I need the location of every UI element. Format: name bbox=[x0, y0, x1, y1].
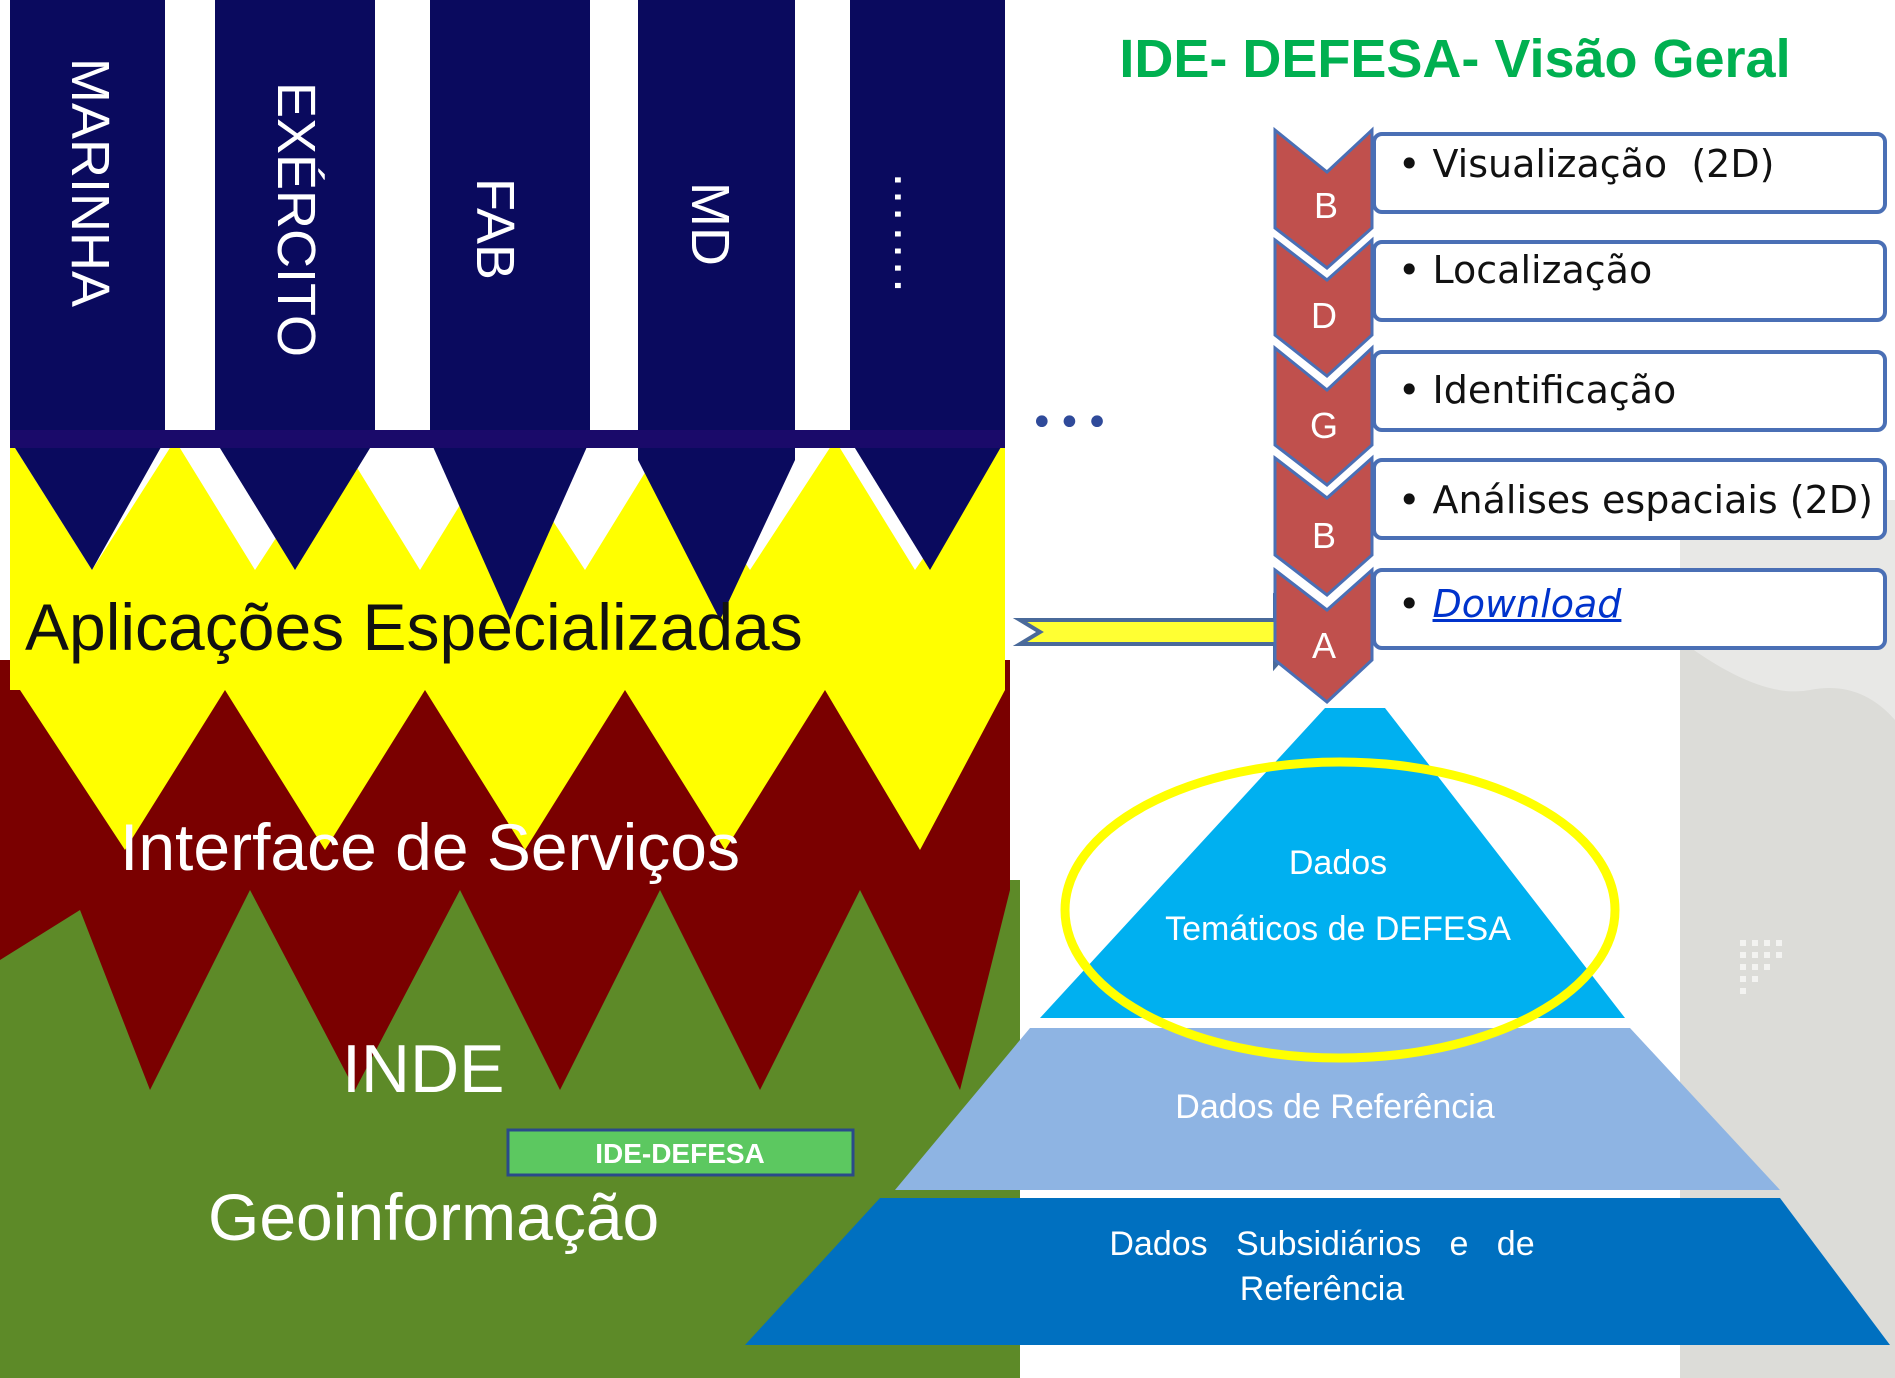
bullet: • bbox=[1398, 142, 1421, 186]
pyramid-top-label-line1: Dados bbox=[1289, 844, 1387, 882]
pyramid-top-tier bbox=[1040, 708, 1625, 1018]
column-label-fab: FAB bbox=[465, 178, 525, 280]
pyramid-bottom-label-line2: Referência bbox=[1240, 1270, 1405, 1308]
function-visualizacao: • Visualização (2D) bbox=[1398, 142, 1774, 186]
chevron-letter-b2: B bbox=[1312, 515, 1336, 556]
chevron-letter-a: A bbox=[1312, 625, 1336, 666]
column-exercito bbox=[215, 0, 375, 570]
function-box-analises bbox=[1372, 458, 1887, 540]
pyramid-bottom-tier bbox=[745, 1198, 1890, 1345]
chevron-g bbox=[1273, 344, 1374, 487]
function-box-download bbox=[1372, 568, 1887, 650]
function-localizacao: • Localização bbox=[1398, 248, 1652, 292]
page-title: IDE- DEFESA- Visão Geral bbox=[1119, 29, 1791, 89]
chevron-d bbox=[1273, 236, 1374, 378]
chevron-letter-d: D bbox=[1311, 295, 1337, 336]
column-label-marinha: MARINHA bbox=[60, 58, 120, 307]
pyramid-top-label-line2: Temáticos de DEFESA bbox=[1165, 910, 1511, 948]
column-md bbox=[638, 0, 795, 620]
geoinformacao-label: Geoinformação bbox=[208, 1180, 659, 1254]
stakeholder-columns bbox=[10, 0, 1005, 620]
function-box-visualizacao bbox=[1372, 132, 1887, 214]
function-download: • Download bbox=[1398, 582, 1621, 626]
pyramid-middle-label: Dados de Referência bbox=[1175, 1088, 1495, 1126]
pyramid-bottom-label-line1: Dados Subsidiários e de bbox=[1109, 1225, 1534, 1263]
column-fab bbox=[430, 0, 590, 620]
function-box-identificacao bbox=[1372, 350, 1887, 432]
function-label-identificacao: Identificação bbox=[1432, 368, 1677, 412]
chevron-b2 bbox=[1273, 454, 1374, 597]
bullet: • bbox=[1398, 478, 1421, 522]
applications-label: Aplicações Especializadas bbox=[25, 590, 803, 664]
pyramid-middle-tier bbox=[895, 1028, 1780, 1190]
function-identificacao: • Identificação bbox=[1398, 368, 1676, 412]
bdgba-chevrons bbox=[1273, 126, 1374, 704]
chevron-letter-g: G bbox=[1310, 405, 1338, 446]
function-analises: • Análises espaciais (2D) bbox=[1398, 478, 1873, 522]
column-label-md: MD bbox=[680, 182, 740, 266]
function-label-analises: Análises espaciais (2D) bbox=[1432, 478, 1873, 522]
column-label-exercito: EXÉRCITO bbox=[266, 82, 326, 357]
applications-arrow bbox=[1012, 592, 1308, 672]
column-more bbox=[850, 0, 1005, 570]
chevron-a bbox=[1273, 566, 1374, 704]
bullet: • bbox=[1398, 248, 1421, 292]
function-label-visualizacao: Visualização (2D) bbox=[1432, 142, 1775, 186]
ide-defesa-badge bbox=[506, 1128, 855, 1177]
ide-defesa-badge-label: IDE-DEFESA bbox=[595, 1138, 765, 1169]
function-label-localizacao: Localização bbox=[1432, 248, 1653, 292]
function-box-localizacao bbox=[1372, 240, 1887, 322]
applications-layer bbox=[10, 440, 1005, 850]
chevron-letter-b1: B bbox=[1314, 185, 1338, 226]
bullet: • bbox=[1398, 582, 1421, 626]
download-link[interactable]: Download bbox=[1432, 582, 1622, 626]
inde-label: INDE bbox=[342, 1031, 504, 1107]
bullet: • bbox=[1398, 368, 1421, 412]
more-stakeholders-ellipsis: ••• bbox=[1030, 400, 1113, 446]
data-pyramid bbox=[745, 708, 1890, 1345]
thematic-highlight-ellipse bbox=[1060, 757, 1620, 1063]
column-label-more: ……. bbox=[883, 170, 943, 293]
services-label: Interface de Serviços bbox=[120, 810, 740, 884]
chevron-b1 bbox=[1273, 126, 1374, 270]
column-marinha bbox=[10, 0, 165, 570]
